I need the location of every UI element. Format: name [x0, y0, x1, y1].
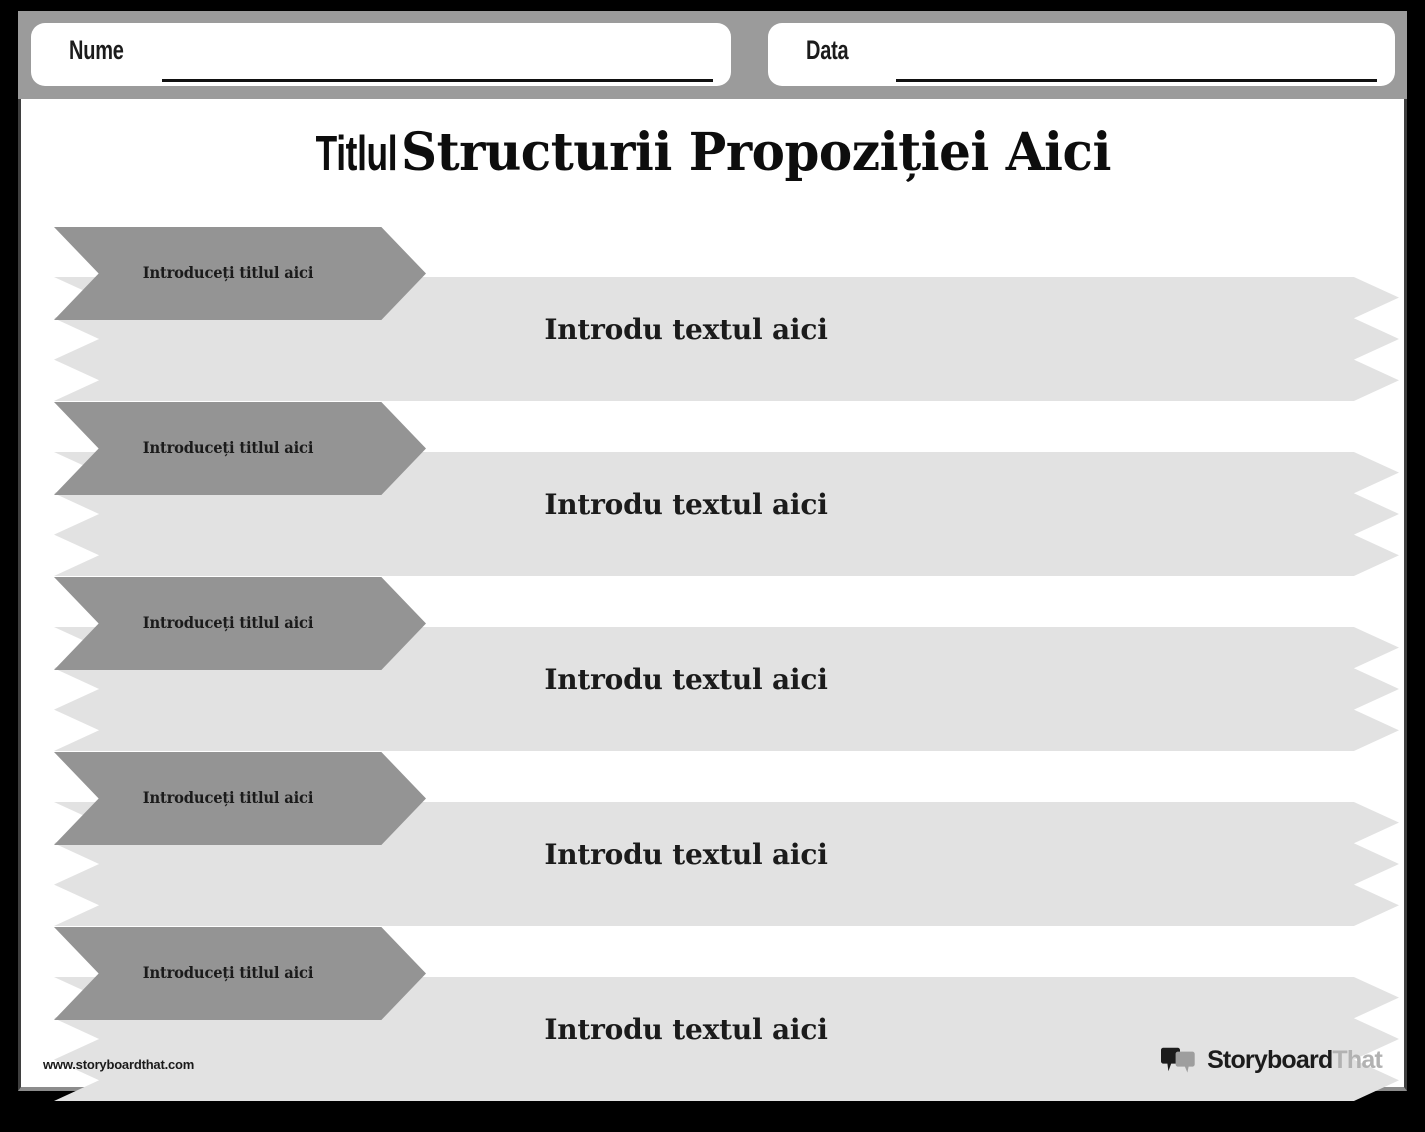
sentence-structure-rows: Introdu textul aici Introduceți titlul a…	[21, 99, 1404, 1101]
header-band: Nume Data	[18, 11, 1407, 99]
table-row: Introdu textul aici Introduceți titlul a…	[21, 752, 1404, 927]
logo-wordmark: StoryboardThat	[1207, 1046, 1383, 1075]
row-heading-banner[interactable]	[54, 577, 426, 670]
row-heading-banner[interactable]	[54, 752, 426, 845]
table-row: Introdu textul aici Introduceți titlul a…	[21, 927, 1404, 1102]
page-title-main: Structurii Propoziției Aici	[401, 122, 1112, 183]
name-write-line[interactable]	[162, 79, 713, 82]
row-heading-banner[interactable]	[54, 402, 426, 495]
footer-url[interactable]: www.storyboardthat.com	[43, 1057, 195, 1072]
row-heading-text[interactable]: Introduceți titlul aici	[142, 438, 314, 457]
date-field-card[interactable]: Data	[768, 23, 1395, 86]
row-heading-text[interactable]: Introduceți titlul aici	[142, 788, 314, 807]
logo-word-storyboard: Storyboard	[1207, 1046, 1333, 1074]
date-write-line[interactable]	[896, 79, 1377, 82]
table-row: Introdu textul aici Introduceți titlul a…	[21, 227, 1404, 402]
storyboardthat-logo[interactable]: StoryboardThat	[1160, 1046, 1383, 1075]
row-body-text[interactable]: Introdu textul aici	[544, 1013, 828, 1046]
row-heading-text[interactable]: Introduceți titlul aici	[142, 613, 314, 632]
table-row: Introdu textul aici Introduceți titlul a…	[21, 402, 1404, 577]
page-title[interactable]: TitlulStructurii Propoziției Aici	[21, 122, 1404, 183]
row-body-text[interactable]: Introdu textul aici	[544, 488, 828, 521]
name-field-card[interactable]: Nume	[31, 23, 731, 86]
worksheet-page: Nume Data TitlulStructurii Propoziției A…	[18, 11, 1407, 1101]
name-label: Nume	[69, 35, 124, 65]
speech-bubbles-icon	[1160, 1047, 1198, 1075]
logo-word-that: That	[1332, 1046, 1382, 1074]
worksheet-body: TitlulStructurii Propoziției Aici Introd…	[18, 99, 1407, 1101]
row-heading-text[interactable]: Introduceți titlul aici	[142, 263, 314, 282]
page-title-prefix: Titlul	[315, 127, 398, 181]
row-heading-banner[interactable]	[54, 927, 426, 1020]
row-heading-banner[interactable]	[54, 227, 426, 320]
date-label: Data	[806, 35, 849, 65]
row-body-text[interactable]: Introdu textul aici	[544, 313, 828, 346]
row-body-text[interactable]: Introdu textul aici	[544, 838, 828, 871]
row-body-text[interactable]: Introdu textul aici	[544, 663, 828, 696]
row-heading-text[interactable]: Introduceți titlul aici	[142, 963, 314, 982]
table-row: Introdu textul aici Introduceți titlul a…	[21, 577, 1404, 752]
